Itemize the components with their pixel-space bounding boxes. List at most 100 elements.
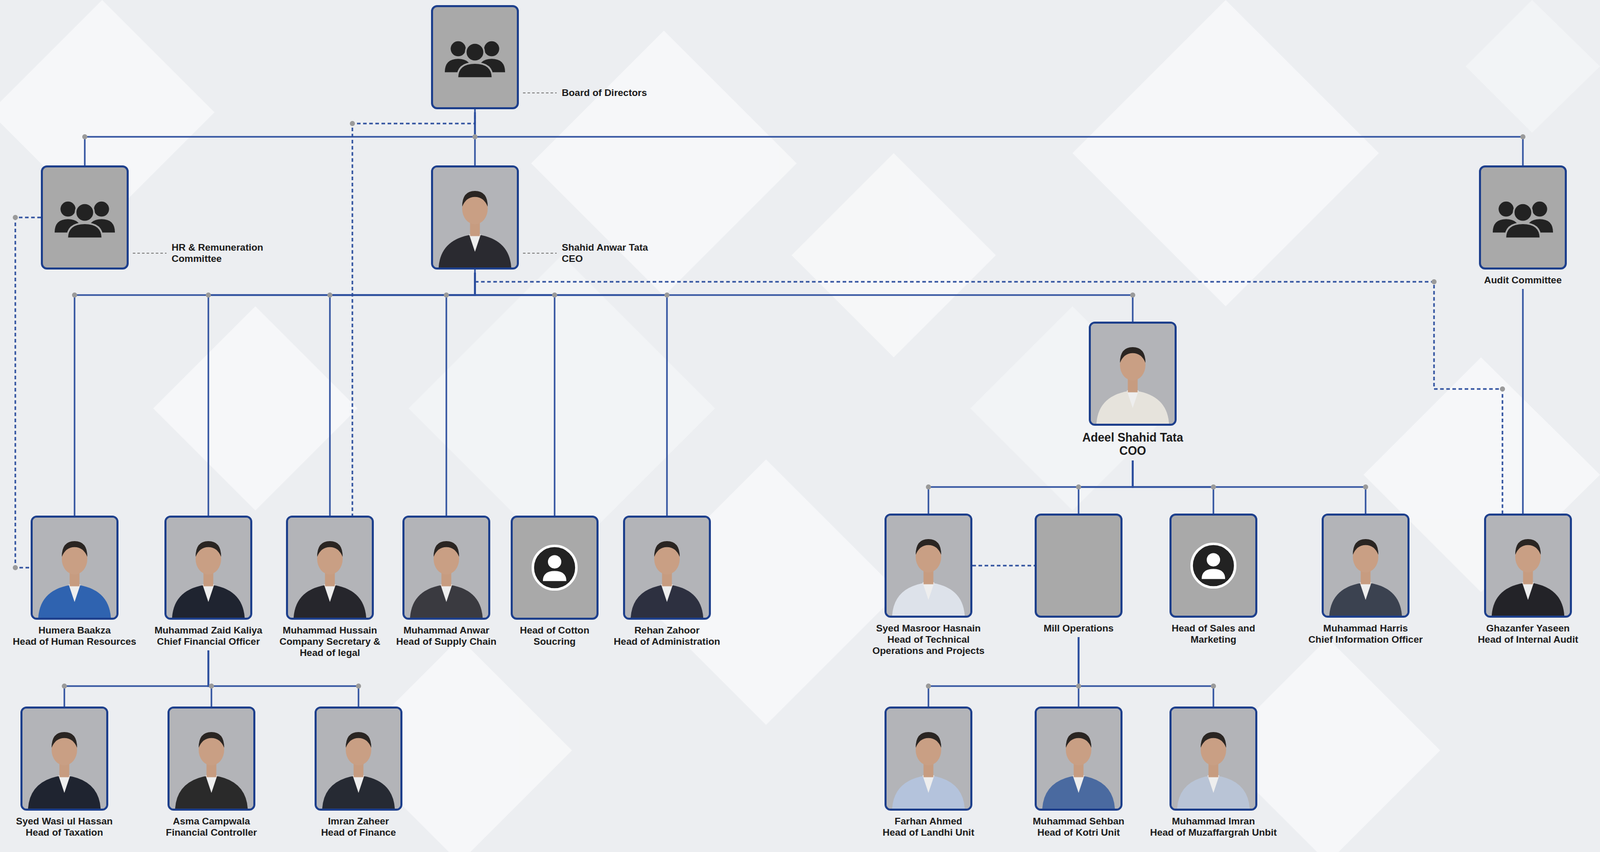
junction-dot [12, 215, 18, 221]
node-caption: Muhammad ImranHead of Muzaffargrah Unbit [1141, 816, 1285, 839]
photo-box: Muhammad HussainCompany Secretary & Head… [285, 515, 374, 620]
photo-box: Asma CampwalaFinancial Controller [167, 706, 256, 811]
portrait-icon [1171, 708, 1256, 809]
photo-box: Head of Sales and Marketing [1169, 513, 1258, 618]
node-name: Muhammad Harris [1296, 623, 1435, 635]
node-title: Chief Financial Officer [144, 636, 273, 648]
node-name: Head of Sales and Marketing [1162, 623, 1265, 646]
photo-box: Imran ZaheerHead of Finance [314, 706, 403, 811]
node-name: Rehan Zahoor [605, 625, 729, 637]
junction-dot [552, 292, 558, 298]
portrait-icon [433, 7, 517, 108]
dashed-connector [972, 565, 1035, 567]
node-title: Head of Muzaffargrah Unbit [1141, 827, 1285, 839]
photo-box: Ghazanfer YaseenHead of Internal Audit [1484, 513, 1572, 618]
photo-box: Audit Committee [1478, 165, 1567, 270]
photo-box: Syed Wasi ul HassanHead of Taxation [20, 706, 109, 811]
node-caption: HR & Remuneration Committee [171, 242, 290, 265]
photo-box: Mill Operations [1034, 513, 1123, 618]
leader-line [522, 92, 557, 94]
portrait-icon [625, 517, 709, 618]
node-caption: Muhammad Zaid KaliyaChief Financial Offi… [144, 625, 273, 648]
node-caption: Syed Masroor HasnainHead of Technical Op… [862, 623, 995, 657]
photo-box: Rehan ZahoorHead of Administration [623, 515, 711, 620]
junction-dot [1499, 386, 1506, 392]
portrait-icon [404, 517, 489, 618]
photo-box: Shahid Anwar TataCEO [431, 165, 519, 270]
reporting-line [64, 650, 209, 707]
node-name: Muhammad Zaid Kaliya [144, 625, 273, 637]
node-title: CEO [561, 253, 726, 265]
node-title: Head of Taxation [5, 827, 124, 839]
junction-dot [1076, 683, 1082, 689]
reporting-line [1078, 637, 1214, 707]
node-title: Chief Information Officer [1296, 634, 1435, 646]
junction-dot [1076, 484, 1082, 490]
portrait-icon [1036, 515, 1121, 616]
portrait-icon [42, 167, 127, 268]
portrait-icon [22, 708, 107, 809]
node-title: Financial Controller [152, 827, 271, 839]
node-name: Mill Operations [1022, 623, 1135, 635]
portrait-icon [512, 517, 597, 618]
node-caption: Muhammad AnwarHead of Supply Chain [385, 625, 508, 648]
node-title: Head of Technical Operations and Project… [862, 634, 995, 657]
node-name: Board of Directors [561, 87, 715, 99]
node-caption: Imran ZaheerHead of Finance [299, 816, 418, 839]
node-title: Head of Finance [299, 827, 418, 839]
node-title: Head of Administration [605, 636, 729, 648]
node-title: Head of Kotri Unit [1019, 827, 1138, 839]
portrait-icon [288, 517, 372, 618]
node-name: Syed Masroor Hasnain [862, 623, 995, 635]
node-caption: Head of Cotton Soucring [511, 625, 599, 648]
reporting-line [1078, 460, 1133, 514]
node-name: Muhammad Hussain [271, 625, 389, 637]
node-name: Shahid Anwar Tata [561, 242, 726, 254]
junction-dot [1130, 292, 1136, 298]
portrait-icon [32, 517, 117, 618]
node-title: Head of Landhi Unit [869, 827, 988, 839]
node-caption: Shahid Anwar TataCEO [561, 242, 726, 265]
junction-dot [443, 292, 449, 298]
node-caption: Muhammad HarrisChief Information Officer [1296, 623, 1435, 646]
photo-box: Muhammad Zaid KaliyaChief Financial Offi… [164, 515, 253, 620]
junction-dot [82, 134, 88, 140]
photo-box: Farhan AhmedHead of Landhi Unit [884, 706, 973, 811]
photo-box: Muhammad SehbanHead of Kotri Unit [1034, 706, 1123, 811]
leader-line [522, 252, 557, 254]
photo-box: Muhammad HarrisChief Information Officer [1321, 513, 1410, 618]
reporting-line [208, 650, 359, 707]
reporting-line [928, 460, 1133, 514]
node-name: Humera Baakza [5, 625, 144, 637]
node-name: Syed Wasi ul Hassan [5, 816, 124, 828]
node-title: Head of Supply Chain [385, 636, 508, 648]
portrait-icon [433, 167, 517, 268]
portrait-icon [166, 517, 251, 618]
junction-dot [61, 683, 67, 689]
node-name: Muhammad Imran [1141, 816, 1285, 828]
node-caption: Farhan AhmedHead of Landhi Unit [869, 816, 988, 839]
junction-dot [1520, 134, 1526, 140]
node-caption: Asma CampwalaFinancial Controller [152, 816, 271, 839]
photo-box: HR & Remuneration Committee [40, 165, 129, 270]
node-caption: Mill Operations [1022, 623, 1135, 635]
junction-dot [355, 683, 362, 689]
junction-dot [1431, 279, 1437, 285]
photo-box: Adeel Shahid TataCOO [1088, 321, 1177, 426]
portrait-icon [1481, 167, 1565, 268]
photo-box: Humera BaakzaHead of Human Resources [30, 515, 119, 620]
junction-dot [472, 134, 478, 140]
portrait-icon [886, 515, 971, 616]
node-name: Head of Cotton Soucring [511, 625, 599, 648]
node-name: Muhammad Sehban [1019, 816, 1138, 828]
reporting-line [474, 272, 555, 516]
junction-dot [208, 683, 214, 689]
portrait-icon [1323, 515, 1408, 616]
node-title: COO [1056, 444, 1210, 458]
junction-dot [349, 121, 355, 127]
node-caption: Muhammad SehbanHead of Kotri Unit [1019, 816, 1138, 839]
reporting-line [1522, 289, 1524, 514]
reporting-line [474, 272, 1133, 322]
node-caption: Head of Sales and Marketing [1162, 623, 1265, 646]
